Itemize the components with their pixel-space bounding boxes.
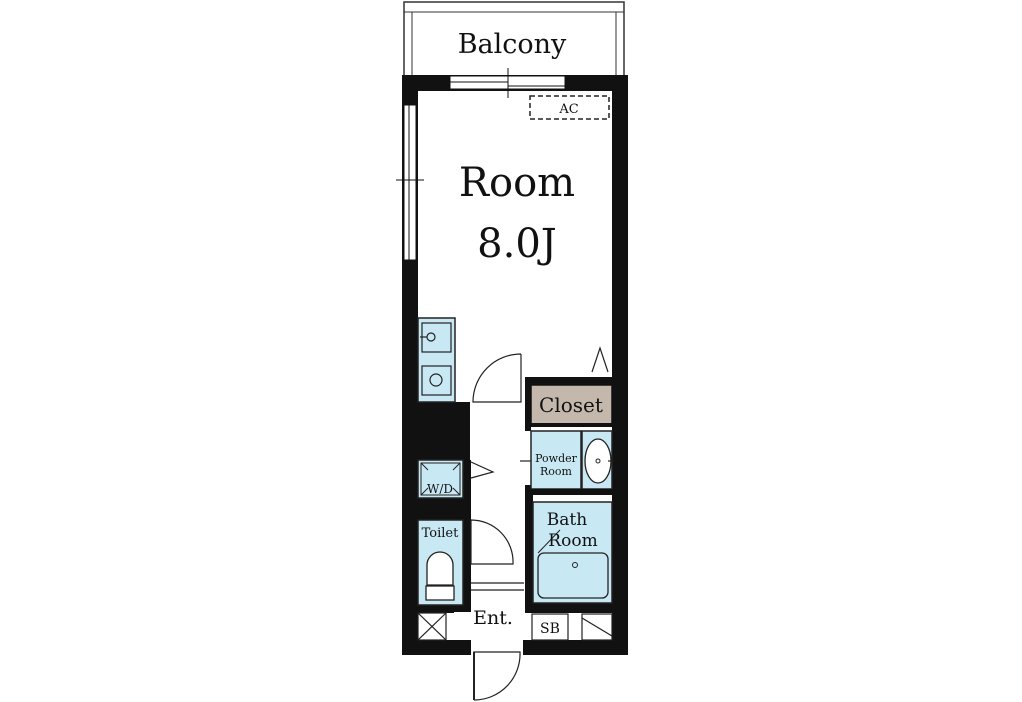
corridor-door <box>470 353 524 591</box>
balcony: Balcony <box>403 1 625 78</box>
room-name-label: Room <box>459 160 575 206</box>
balcony-window <box>449 68 566 98</box>
powder-room-label-line2: Room <box>540 465 573 478</box>
room-size-label: 8.0J <box>477 221 557 267</box>
shoe-box-label: SB <box>540 621 560 637</box>
toilet-label: Toilet <box>422 526 459 541</box>
toilet-room: Toilet <box>417 519 464 606</box>
washbasin <box>584 438 612 484</box>
ac-unit: AC <box>529 95 610 120</box>
bathtub <box>537 552 609 599</box>
entrance-label: Ent. <box>473 607 513 629</box>
washer-dryer-label: W/D <box>427 482 453 496</box>
kitchen <box>417 317 456 403</box>
ac-label: AC <box>558 102 578 117</box>
bath-room: Bath Room <box>532 501 613 604</box>
front-door <box>471 638 523 701</box>
closet-label: Closet <box>539 393 603 417</box>
entrance: Ent. SB <box>417 607 613 641</box>
closet: Closet <box>530 346 613 427</box>
powder-room: Powder Room <box>520 430 614 495</box>
washer-dryer-space: W/D <box>417 459 464 499</box>
powder-room-label-line1: Powder <box>535 452 578 465</box>
interior-walls <box>415 377 612 613</box>
stove <box>421 365 452 396</box>
toilet-bowl <box>426 551 454 586</box>
bath-room-label-line2: Room <box>548 531 597 551</box>
side-window <box>396 104 424 261</box>
bath-room-label-line1: Bath <box>547 510 587 530</box>
balcony-label: Balcony <box>458 29 567 60</box>
